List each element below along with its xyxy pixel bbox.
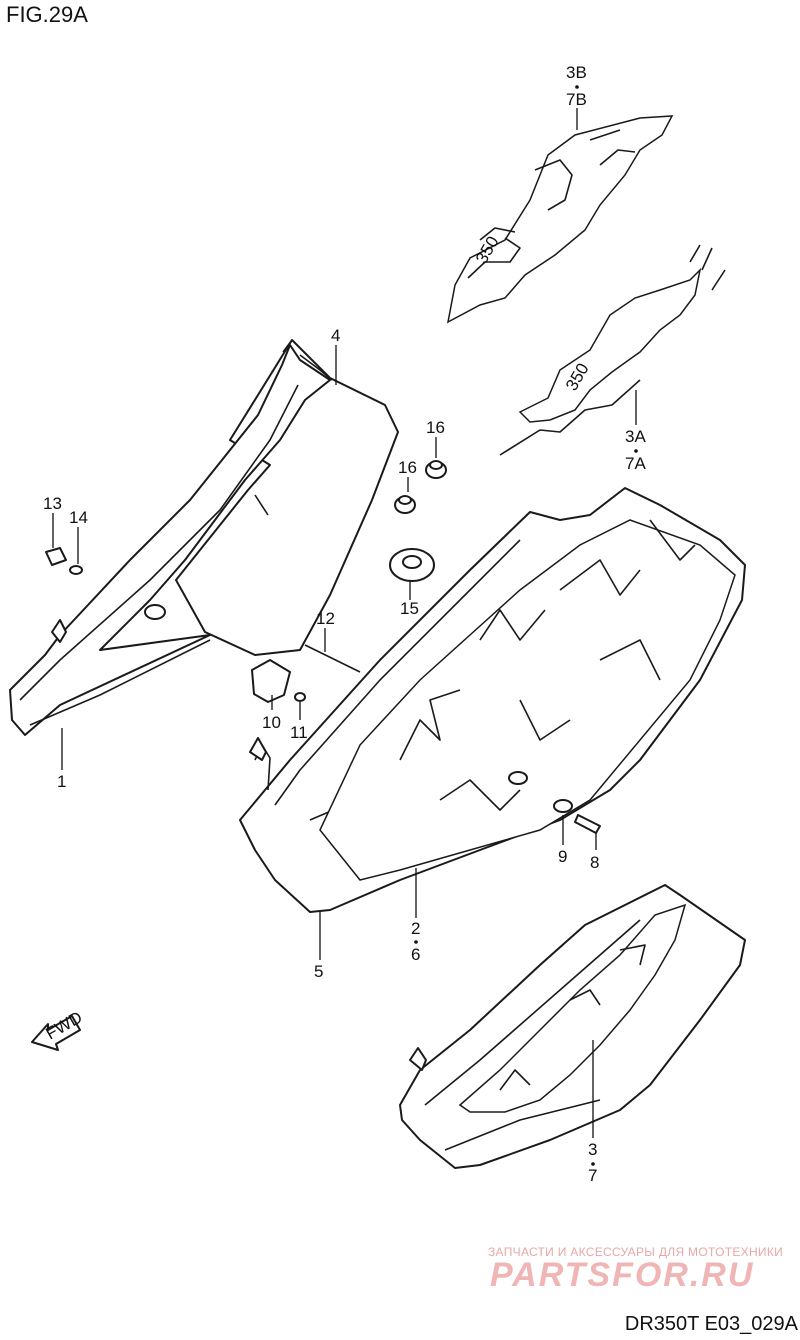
callout-15: 15	[400, 599, 419, 618]
part-11-nut	[294, 692, 306, 702]
callout-text: 16	[398, 458, 417, 477]
callout-3a-7a: 3A 7A	[625, 427, 646, 473]
fwd-arrow: FWD	[31, 1008, 86, 1051]
watermark-subtitle: ЗАПЧАСТИ И АКСЕССУАРЫ ДЛЯ МОТОТЕХНИКИ	[488, 1245, 784, 1259]
part-14-washer	[69, 565, 83, 575]
callout-12: 12	[316, 609, 335, 628]
part-16-grommet-upper	[425, 460, 447, 479]
callout-16a: 16	[426, 418, 445, 437]
callout-text: 15	[400, 599, 419, 618]
callout-text: 7A	[625, 454, 646, 473]
callout-text: 4	[331, 326, 340, 345]
part-5-side-cover	[239, 487, 746, 913]
part-1-frame-cover	[9, 344, 331, 736]
callout-text: 6	[411, 945, 420, 964]
callout-16b: 16	[398, 458, 417, 477]
leader-lines	[52, 108, 637, 1138]
callout-2-6: 2 6	[411, 919, 420, 964]
callout-text: 7	[588, 1166, 597, 1185]
callout-8: 8	[590, 853, 599, 872]
callout-text: 7B	[566, 90, 587, 109]
drawing-code: DR350T E03_029A	[624, 1313, 798, 1335]
callout-text: 13	[43, 494, 62, 513]
part-16-grommet-lower	[394, 495, 416, 514]
callout-text: 1	[57, 772, 66, 791]
callout-dot	[414, 940, 418, 944]
callout-9: 9	[558, 847, 567, 866]
callout-text: 3A	[625, 427, 646, 446]
callout-3b-7b: 3B 7B	[566, 63, 587, 109]
watermark-logo: PARTSFOR.RU	[490, 1256, 755, 1294]
decal-3a-7a: 350	[499, 244, 726, 456]
callout-5: 5	[314, 962, 323, 981]
part-9-washer	[553, 799, 573, 813]
part-10-clip	[251, 659, 291, 703]
callout-text: 16	[426, 418, 445, 437]
callout-1: 1	[57, 772, 66, 791]
callout-dot	[575, 85, 579, 89]
callout-13: 13	[43, 494, 62, 513]
figure-title: FIG.29A	[6, 2, 88, 27]
part-12-pin	[304, 644, 361, 673]
callout-text: 3	[588, 1140, 597, 1159]
callout-text: 11	[290, 723, 308, 742]
part-3-lower-cover	[399, 884, 746, 1169]
callout-10: 10	[262, 713, 281, 732]
callout-text: 12	[316, 609, 335, 628]
callout-14: 14	[69, 508, 88, 527]
callout-4: 4	[331, 326, 340, 345]
part-15-grommet-large	[389, 548, 435, 582]
callout-text: 2	[411, 919, 420, 938]
callout-text: 8	[590, 853, 599, 872]
callout-text: 10	[262, 713, 281, 732]
decal-3b-7b: 350	[446, 115, 674, 324]
part-8-screw	[574, 814, 601, 834]
callout-3-7: 3 7	[588, 1140, 597, 1185]
callout-dot	[634, 449, 638, 453]
part-13-bolt	[45, 547, 67, 566]
callout-11: 11	[290, 723, 308, 742]
callout-text: 14	[69, 508, 88, 527]
callout-text: 3B	[566, 63, 587, 82]
callout-dot	[591, 1162, 595, 1166]
callout-text: 9	[558, 847, 567, 866]
callout-text: 5	[314, 962, 323, 981]
